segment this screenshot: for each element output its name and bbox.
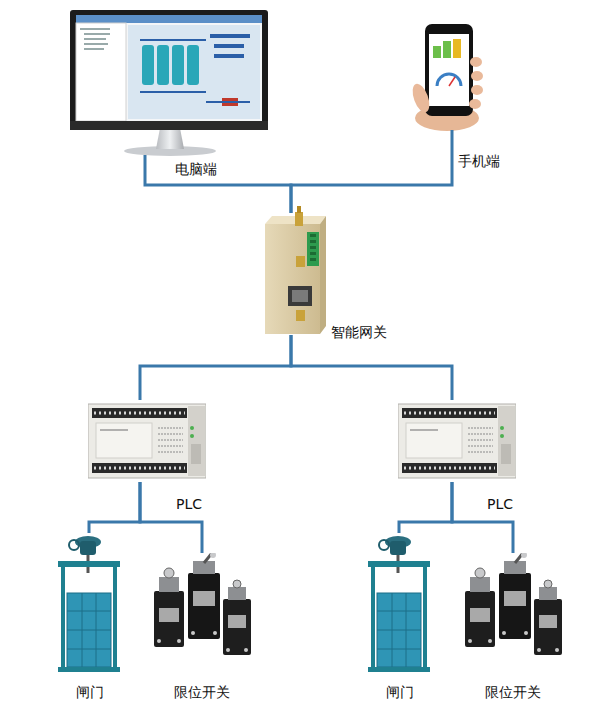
connector-line xyxy=(291,130,452,213)
monitor-picture-part xyxy=(140,39,206,41)
monitor-picture-part xyxy=(140,91,206,93)
node-label-box: 闸门 xyxy=(386,682,414,701)
device-label: 智能网关 xyxy=(331,324,387,340)
monitor-picture-part xyxy=(76,15,262,23)
phone-picture-part xyxy=(471,71,483,81)
phone-picture-part xyxy=(449,77,455,86)
monitor-picture-part xyxy=(142,45,154,85)
monitor-picture-part xyxy=(84,43,108,45)
phone-picture-part xyxy=(471,85,483,95)
device-label: PLC xyxy=(487,496,513,512)
monitor-picture-part xyxy=(128,25,260,119)
gate-node: 闸门 xyxy=(58,533,120,673)
plc-picture-part xyxy=(88,404,206,478)
device-label: PLC xyxy=(176,496,202,512)
phone-picture-part xyxy=(409,82,432,115)
node-label-box: 限位开关 xyxy=(174,682,230,701)
computer-node: 电脑端 xyxy=(70,10,268,155)
monitor-picture-part xyxy=(70,10,268,130)
plc-node: PLC xyxy=(88,400,206,482)
node-label-box: 手机端 xyxy=(458,151,500,170)
monitor-picture-part xyxy=(206,101,250,103)
connector-line xyxy=(145,155,291,213)
connector-line xyxy=(291,335,452,400)
node-label-box: 限位开关 xyxy=(485,682,541,701)
phone-picture-part xyxy=(429,34,469,106)
phone-picture-part xyxy=(470,57,482,67)
phone-picture-part xyxy=(433,46,441,58)
phone-picture-part xyxy=(469,99,481,109)
device-label: 电脑端 xyxy=(175,161,217,177)
monitor-picture-part xyxy=(172,45,184,85)
connector-line xyxy=(140,335,291,400)
device-label: 闸门 xyxy=(76,684,104,700)
gate-picture-part xyxy=(58,536,120,672)
limit-switch-node: 限位开关 xyxy=(150,553,254,661)
monitor-picture-part xyxy=(214,44,244,48)
phone-node: 手机端 xyxy=(415,22,483,130)
gateway-picture xyxy=(265,206,326,334)
device-label: 限位开关 xyxy=(485,684,541,700)
gateway-picture-part xyxy=(296,256,305,267)
phone-picture-part xyxy=(443,41,451,58)
gateway-node: 智能网关 xyxy=(262,213,326,335)
node-label-box: PLC xyxy=(487,494,513,513)
node-label-box: 电脑端 xyxy=(175,159,217,178)
monitor-picture-part xyxy=(210,34,250,38)
phone-picture-part xyxy=(437,74,461,86)
phone-picture xyxy=(409,24,483,131)
gateway-picture-part xyxy=(295,212,303,226)
gateway-picture-part xyxy=(307,232,319,266)
gate-picture-part xyxy=(368,536,430,672)
node-label-box: 智能网关 xyxy=(331,322,387,341)
plc-node: PLC xyxy=(398,400,516,482)
monitor-picture-part xyxy=(84,48,104,50)
device-label: 手机端 xyxy=(458,153,500,169)
device-label: 闸门 xyxy=(386,684,414,700)
limit-switch-picture xyxy=(154,552,562,655)
node-label-box: 闸门 xyxy=(76,682,104,701)
connector-line xyxy=(399,482,452,533)
gateway-picture-part xyxy=(265,224,320,334)
gateway-picture-part xyxy=(292,290,308,302)
gateway-picture-part xyxy=(297,206,301,213)
phone-picture-part xyxy=(425,24,473,116)
device-label: 限位开关 xyxy=(174,684,230,700)
monitor-picture-part xyxy=(76,23,126,121)
connector-line xyxy=(89,482,140,533)
plc-picture xyxy=(88,404,516,478)
monitor-picture-part xyxy=(214,54,244,58)
limit-switch-node: 限位开关 xyxy=(461,553,565,661)
monitor-picture xyxy=(70,10,268,156)
gateway-picture-part xyxy=(288,286,312,306)
gate-picture xyxy=(58,536,430,672)
node-label-box: PLC xyxy=(176,494,202,513)
gateway-picture-part xyxy=(320,216,326,334)
monitor-picture-part xyxy=(76,15,262,121)
gateway-picture-part xyxy=(310,234,316,264)
limit-switch-picture-part xyxy=(154,552,251,655)
monitor-picture-part xyxy=(187,45,199,85)
monitor-picture-part xyxy=(84,38,106,40)
gate-node: 闸门 xyxy=(368,533,430,673)
monitor-picture-part xyxy=(70,121,268,130)
monitor-picture-part xyxy=(157,45,169,85)
plc-picture-part xyxy=(398,404,516,478)
phone-picture-part xyxy=(453,39,461,58)
connector-line xyxy=(452,482,513,553)
monitor-picture-part xyxy=(84,33,110,35)
monitor-picture-part xyxy=(80,28,110,30)
monitor-picture-part xyxy=(156,128,184,149)
gateway-picture-part xyxy=(296,310,305,321)
connector-line xyxy=(140,482,202,553)
limit-switch-picture-part xyxy=(465,552,562,655)
